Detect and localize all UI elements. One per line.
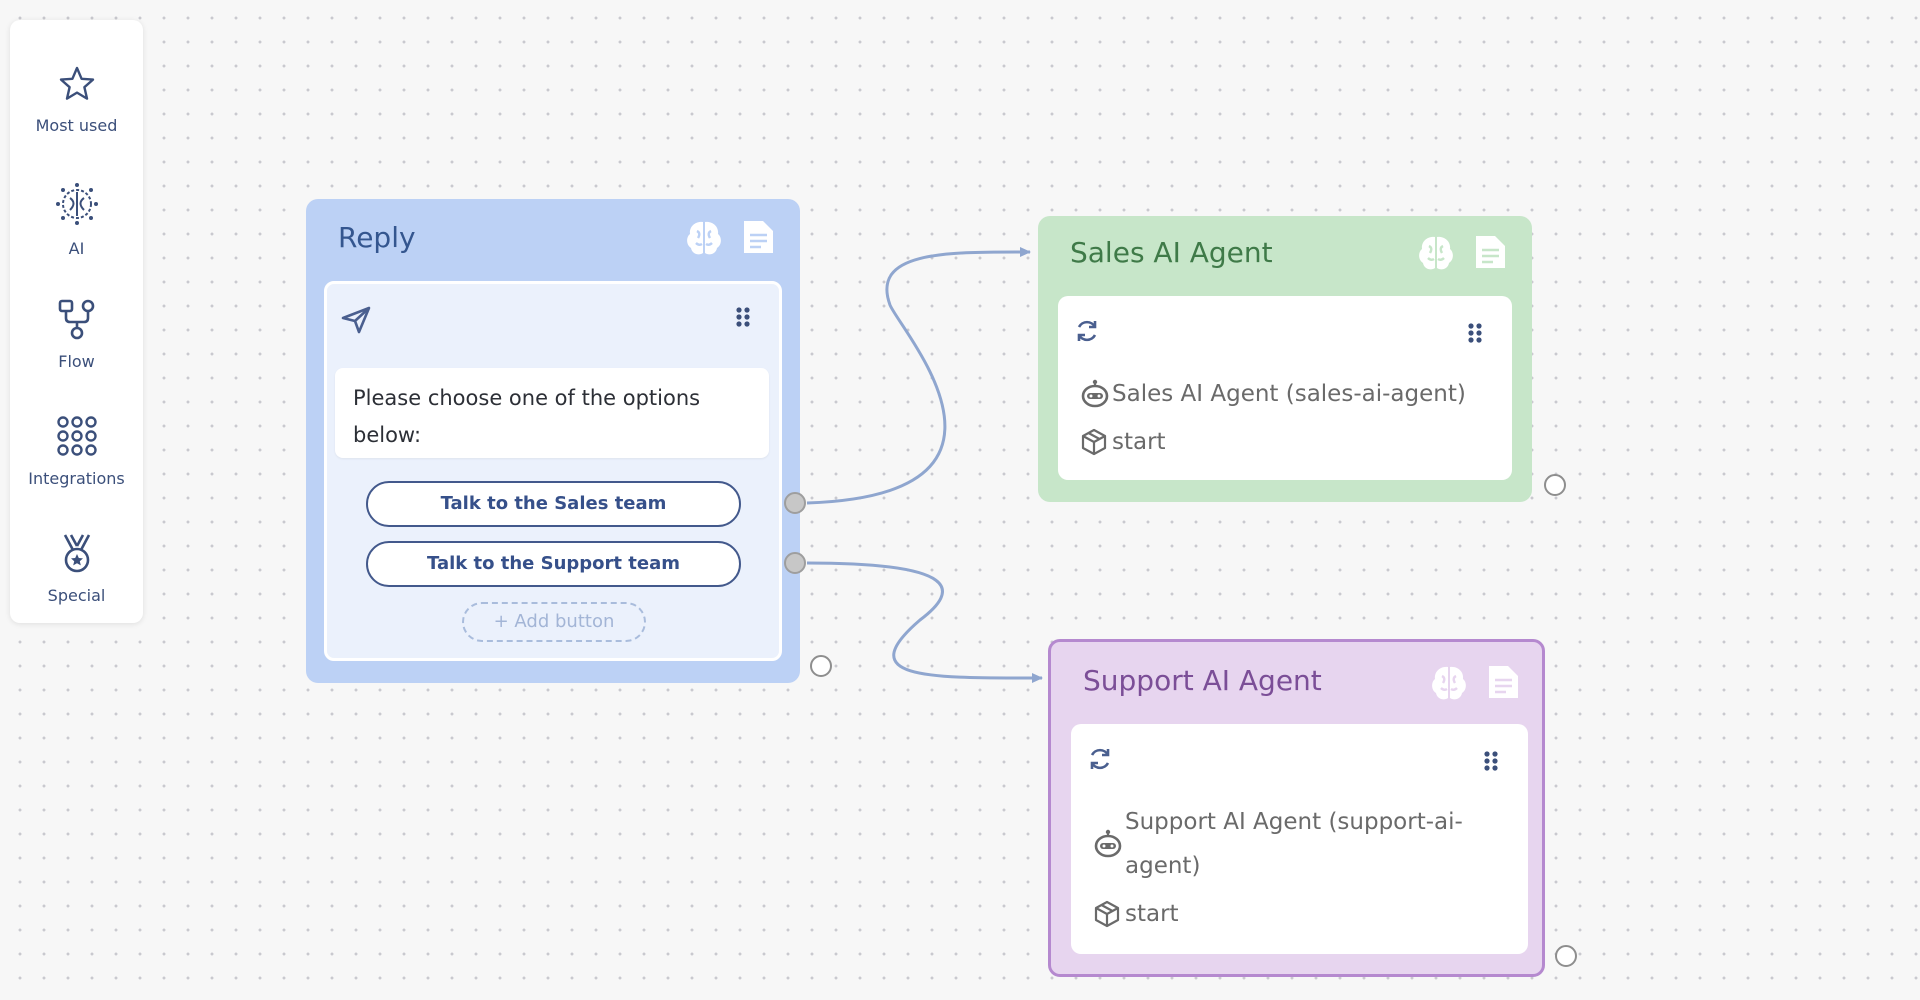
palette-special[interactable]: Special [10,512,143,622]
node-palette: Most used AI Flow Integrations [10,20,143,623]
flow-icon [58,299,94,340]
agent-card: Support AI Agent (support-ai-agent) star… [1071,724,1528,954]
palette-integrations[interactable]: Integrations [10,395,143,505]
message-text[interactable]: Please choose one of the options below: [335,368,769,458]
drag-handle-icon[interactable] [1483,750,1499,772]
wire-support[interactable] [806,561,1043,684]
support-agent-node[interactable]: Support AI Agent Support AI Agent (suppo… [1048,639,1545,977]
agent-card: Sales AI Agent (sales-ai-agent) start [1058,296,1512,480]
node-title: Reply [338,221,416,254]
brain-icon[interactable] [1429,664,1469,702]
send-icon [341,306,371,334]
cube-icon [1081,428,1107,456]
brain-circuit-icon [55,183,98,225]
palette-label: AI [68,239,85,258]
option-button-sales[interactable]: Talk to the Sales team [366,481,741,527]
medal-icon [63,534,90,573]
palette-flow[interactable]: Flow [10,278,143,388]
reply-node[interactable]: Reply Please choose one of the options b… [306,199,800,683]
reply-card: Please choose one of the options below: … [324,281,782,661]
palette-label: Special [47,586,106,605]
sales-agent-node[interactable]: Sales AI Agent Sales AI Agent (sales-ai-… [1038,216,1532,502]
add-button[interactable]: + Add button [462,602,646,642]
brain-icon[interactable] [1416,234,1456,272]
document-icon[interactable] [1486,664,1520,700]
document-icon[interactable] [741,219,775,255]
entry-point: start [1125,901,1179,927]
option-button-support[interactable]: Talk to the Support team [366,541,741,587]
palette-label: Most used [35,116,118,135]
cube-icon [1094,900,1120,928]
palette-ai[interactable]: AI [10,161,143,271]
output-port-support[interactable] [784,552,806,574]
node-title: Support AI Agent [1083,664,1322,697]
agent-name: Support AI Agent (support-ai-agent) [1125,809,1463,879]
star-icon [59,66,94,100]
sales-node-output-port[interactable] [1544,474,1566,496]
robot-icon [1094,829,1122,858]
grid-dots-icon [56,416,97,456]
refresh-icon [1090,748,1110,770]
brain-icon[interactable] [684,219,724,257]
wire-sales[interactable] [806,246,1031,505]
reply-node-output-port[interactable] [810,655,832,677]
agent-name: Sales AI Agent (sales-ai-agent) [1112,381,1466,407]
drag-handle-icon[interactable] [735,306,751,328]
node-title: Sales AI Agent [1070,236,1273,269]
palette-most-used[interactable]: Most used [10,44,143,154]
palette-label: Flow [58,352,95,371]
palette-label: Integrations [28,469,125,488]
output-port-sales[interactable] [784,492,806,514]
support-node-output-port[interactable] [1555,945,1577,967]
drag-handle-icon[interactable] [1467,322,1483,344]
entry-point: start [1112,429,1166,455]
refresh-icon [1077,320,1097,342]
robot-icon [1081,379,1109,408]
document-icon[interactable] [1473,234,1507,270]
